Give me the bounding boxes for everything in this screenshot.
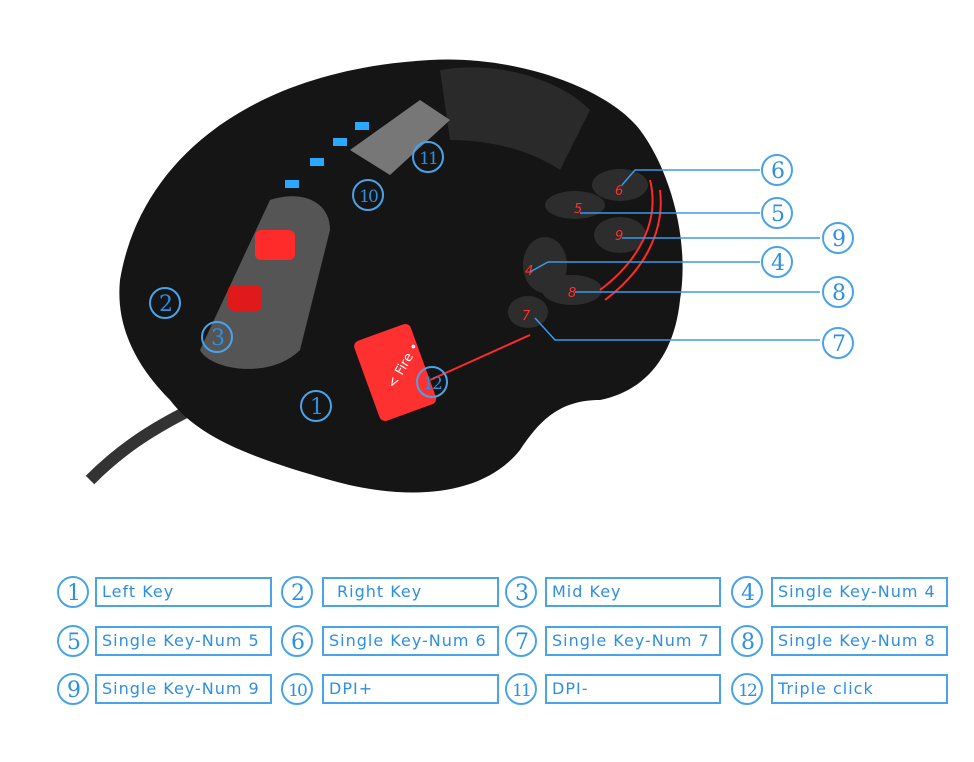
fire-button bbox=[354, 323, 437, 421]
legend-label: Left Key bbox=[95, 577, 272, 607]
svg-text:8: 8 bbox=[568, 286, 576, 301]
legend-num: 10 bbox=[281, 673, 313, 705]
callout-4: 4 bbox=[761, 246, 793, 278]
svg-text:6: 6 bbox=[615, 184, 623, 199]
legend-label: Triple click bbox=[771, 674, 948, 704]
legend-num: 2 bbox=[281, 576, 313, 608]
legend-num: 12 bbox=[731, 673, 763, 705]
legend-label: Single Key-Num 5 bbox=[95, 626, 272, 656]
callout-11: 11 bbox=[412, 141, 444, 173]
legend-num: 3 bbox=[505, 576, 537, 608]
legend-num: 7 bbox=[505, 625, 537, 657]
callout-2: 2 bbox=[149, 287, 181, 319]
mouse-illustration: < Fire • 4 5 6 7 8 9 bbox=[85, 59, 820, 493]
scroll-wheel-led bbox=[255, 230, 295, 260]
dpi-buttons bbox=[350, 100, 450, 175]
callout-12: 12 bbox=[416, 366, 448, 398]
svg-text:5: 5 bbox=[574, 202, 582, 217]
legend-label: Single Key-Num 7 bbox=[545, 626, 721, 656]
mid-button-led bbox=[228, 285, 262, 311]
svg-text:9: 9 bbox=[615, 229, 623, 244]
side-keys bbox=[508, 169, 648, 328]
side-key-labels: 4 5 6 7 8 9 bbox=[522, 184, 623, 324]
legend-num: 5 bbox=[57, 625, 89, 657]
legend-label: Single Key-Num 4 bbox=[771, 577, 948, 607]
callout-8: 8 bbox=[822, 276, 854, 308]
dpi-leds bbox=[285, 122, 369, 188]
legend-num: 1 bbox=[57, 576, 89, 608]
callout-3: 3 bbox=[201, 321, 233, 353]
callout-7: 7 bbox=[822, 327, 854, 359]
legend-label: Single Key-Num 8 bbox=[771, 626, 948, 656]
callout-lines bbox=[529, 169, 820, 341]
svg-text:4: 4 bbox=[525, 264, 533, 279]
legend-num: 4 bbox=[731, 576, 763, 608]
callout-1: 1 bbox=[300, 390, 332, 422]
legend-label: Mid Key bbox=[545, 577, 721, 607]
scroll-area bbox=[200, 196, 330, 369]
legend-label: DPI- bbox=[545, 674, 721, 704]
callout-9: 9 bbox=[822, 222, 854, 254]
mouse-cable bbox=[85, 404, 193, 485]
svg-text:7: 7 bbox=[522, 309, 531, 324]
callout-10: 10 bbox=[352, 179, 384, 211]
legend-num: 8 bbox=[731, 625, 763, 657]
mouse-body bbox=[119, 59, 683, 493]
legend-num: 9 bbox=[57, 673, 89, 705]
callout-6: 6 bbox=[761, 154, 793, 186]
legend-label: Single Key-Num 6 bbox=[322, 626, 499, 656]
legend-label: DPI+ bbox=[322, 674, 499, 704]
legend-num: 6 bbox=[281, 625, 313, 657]
legend-label: Right Key bbox=[322, 577, 499, 607]
mouse-top-panel bbox=[440, 67, 590, 170]
callout-5: 5 bbox=[761, 197, 793, 229]
legend-num: 11 bbox=[505, 673, 537, 705]
legend-label: Single Key-Num 9 bbox=[95, 674, 272, 704]
